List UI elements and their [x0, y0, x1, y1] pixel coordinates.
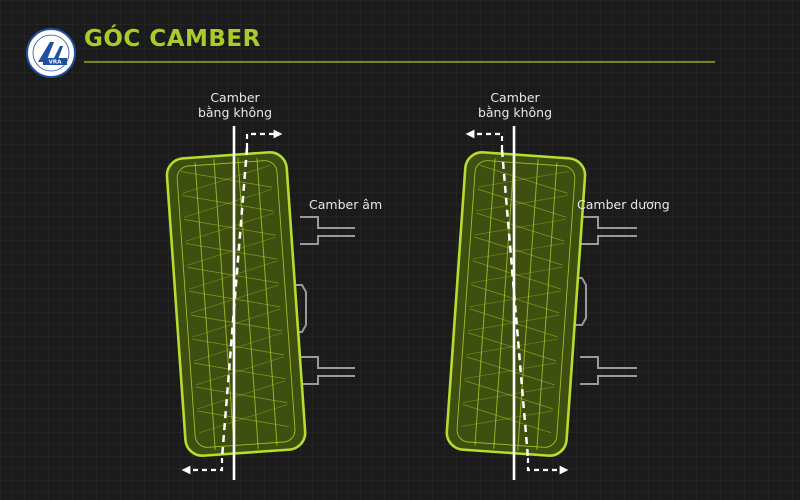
- zero-camber-label-right-line2: bằng không: [477, 105, 553, 120]
- wheel-axis-positive: [500, 149, 530, 459]
- tire-negative: [165, 151, 307, 457]
- wheel-axis-negative: [220, 147, 249, 459]
- header-divider: [84, 61, 715, 63]
- zero-camber-label-right-line1: Camber: [490, 90, 540, 105]
- positive-camber-label: Camber dương: [577, 197, 670, 212]
- negative-camber-group: [165, 126, 355, 480]
- negative-camber-label: Camber âm: [309, 197, 383, 212]
- arrow-top-left-icon: [465, 129, 504, 150]
- arrow-bottom-right-icon: [526, 458, 569, 475]
- arrow-top-right-icon: [245, 129, 283, 148]
- page-title: GÓC CAMBER: [84, 26, 261, 52]
- zero-camber-label-left: Camber bằng không: [198, 90, 272, 120]
- zero-camber-label-right: Camber bằng không: [478, 90, 552, 120]
- axle-assembly-left: [290, 216, 355, 385]
- zero-camber-label-left-line1: Camber: [210, 90, 260, 105]
- axle-assembly-right: [570, 216, 637, 385]
- tire-positive: [445, 151, 587, 457]
- vra-logo-icon: VRA: [26, 28, 76, 78]
- svg-text:VRA: VRA: [49, 60, 62, 66]
- positive-camber-group: [445, 126, 637, 480]
- zero-camber-label-left-line2: bằng không: [197, 105, 273, 120]
- arrow-bottom-left-icon: [181, 458, 224, 475]
